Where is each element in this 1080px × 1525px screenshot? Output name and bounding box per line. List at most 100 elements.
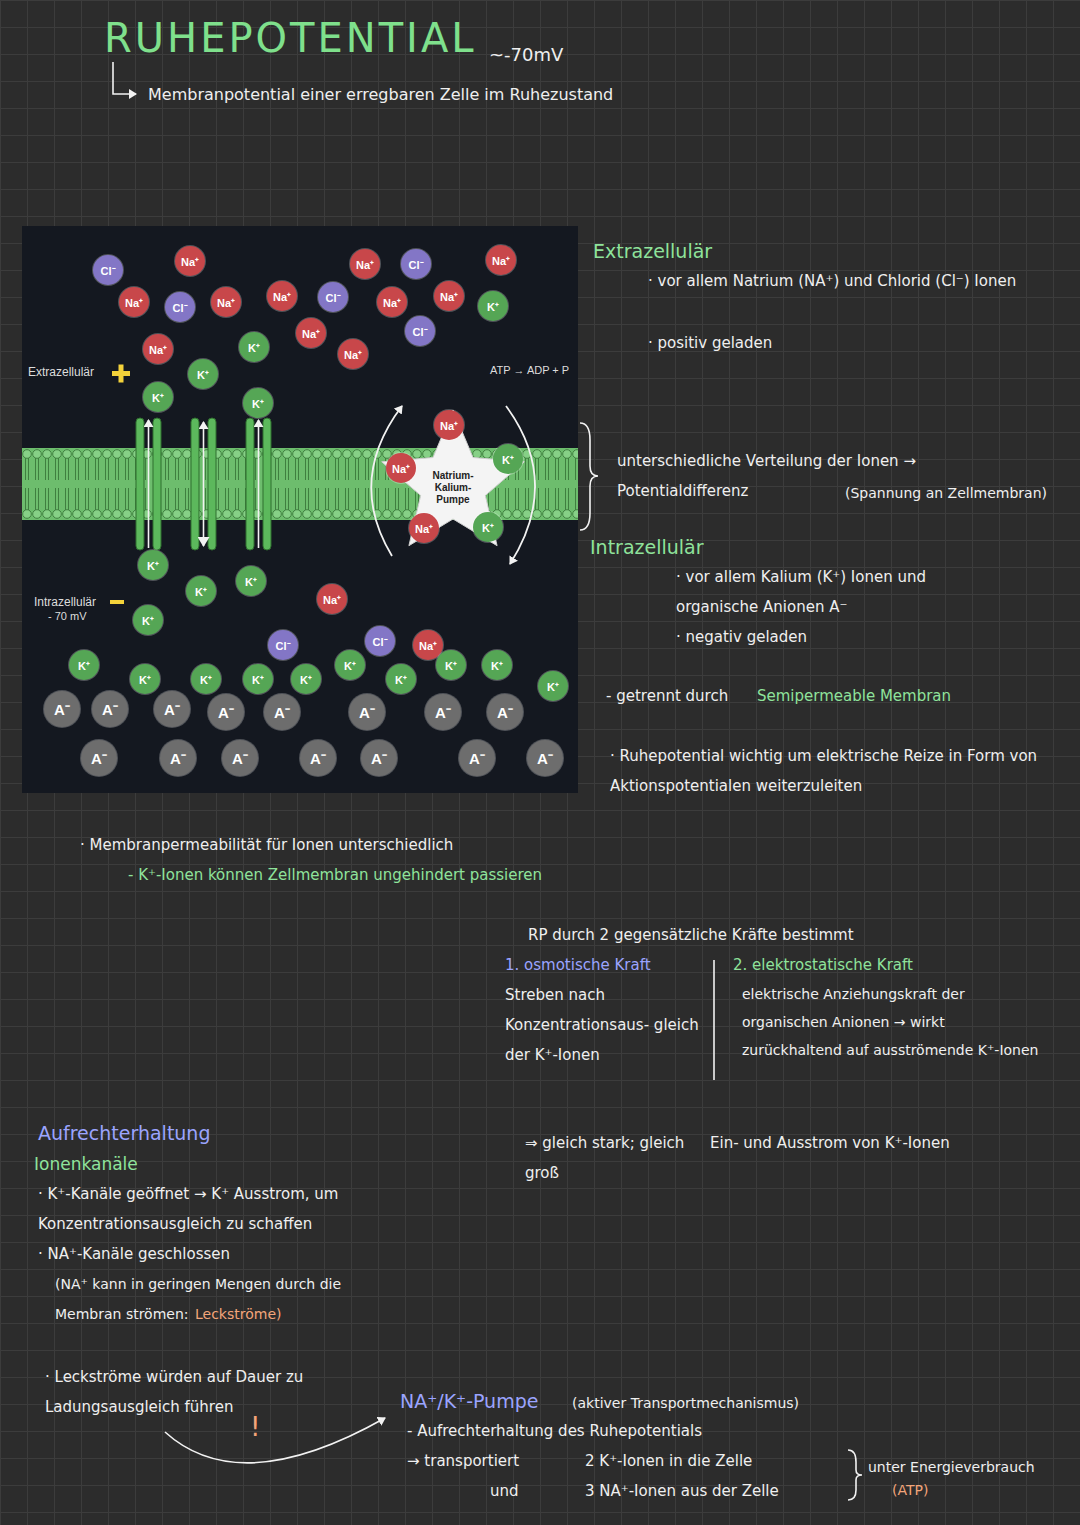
ion-label: Cl⁻ bbox=[413, 324, 428, 339]
note-text: · Leckströme würden auf Dauer zu Ladungs… bbox=[45, 1362, 375, 1422]
note-text: · K⁺-Kanäle geöffnet → K⁺ Ausstrom, um K… bbox=[38, 1179, 448, 1239]
ion-circle: K⁺ bbox=[138, 550, 168, 580]
ion-label: A⁻ bbox=[310, 748, 326, 768]
note-text: Ein- und Ausstrom von K⁺-Ionen bbox=[710, 1128, 1050, 1158]
ion-circle: A⁻ bbox=[300, 740, 336, 776]
ion-label: Na⁺ bbox=[181, 254, 199, 269]
ion-label: Cl⁻ bbox=[276, 638, 291, 653]
note-text: 2. elektrostatische Kraft bbox=[733, 950, 913, 980]
note-text: · negativ geladen bbox=[676, 622, 807, 652]
ion-label: A⁻ bbox=[164, 699, 180, 719]
note-text: 3 NA⁺-Ionen aus der Zelle bbox=[585, 1476, 779, 1506]
note-text: · Ruhepotential wichtig um elektrische R… bbox=[610, 741, 1070, 801]
ion-label: K⁺ bbox=[300, 672, 312, 687]
ion-circle: Na⁺ bbox=[434, 281, 464, 311]
note-text: NA⁺/K⁺-Pumpe bbox=[400, 1386, 538, 1416]
ion-label: K⁺ bbox=[482, 520, 494, 535]
ion-circle: A⁻ bbox=[160, 740, 196, 776]
ion-circle: K⁺ bbox=[239, 332, 269, 362]
ion-circle: Na⁺ bbox=[386, 453, 416, 483]
ion-circle: A⁻ bbox=[361, 740, 397, 776]
ion-circle: A⁻ bbox=[349, 694, 385, 730]
ion-label: K⁺ bbox=[445, 658, 457, 673]
ion-label: Cl⁻ bbox=[373, 634, 388, 649]
ion-circle: K⁺ bbox=[493, 444, 523, 474]
ion-label: Na⁺ bbox=[149, 342, 167, 357]
ion-label: Na⁺ bbox=[217, 295, 235, 310]
note-text: unterschiedliche Verteilung der Ionen → bbox=[617, 446, 916, 476]
ion-label: A⁻ bbox=[274, 702, 290, 722]
ion-label: A⁻ bbox=[232, 748, 248, 768]
ion-label: K⁺ bbox=[248, 340, 260, 355]
ion-circle: Na⁺ bbox=[486, 245, 516, 275]
note-text: ⇒ gleich stark; gleich groß bbox=[525, 1128, 685, 1188]
ion-label: K⁺ bbox=[547, 679, 559, 694]
note-text: unter Energieverbrauch bbox=[868, 1455, 1035, 1479]
note-text: Extrazellulär bbox=[28, 364, 94, 380]
ion-label: Na⁺ bbox=[415, 521, 433, 536]
ion-label: A⁻ bbox=[435, 702, 451, 722]
ion-circle: Cl⁻ bbox=[365, 626, 395, 656]
ion-circle: Na⁺ bbox=[119, 287, 149, 317]
page-title: RUHEPOTENTIAL bbox=[104, 14, 477, 62]
ion-circle: Na⁺ bbox=[175, 246, 205, 276]
ion-label: Na⁺ bbox=[392, 461, 410, 476]
ion-label: K⁺ bbox=[252, 396, 264, 411]
ion-label: K⁺ bbox=[142, 613, 154, 628]
ion-circle: Na⁺ bbox=[143, 334, 173, 364]
ion-circle: K⁺ bbox=[291, 664, 321, 694]
ion-circle: K⁺ bbox=[538, 671, 568, 701]
note-text: · positiv geladen bbox=[648, 328, 772, 358]
ion-label: A⁻ bbox=[54, 699, 70, 719]
note-text: · Membranpermeabilität für Ionen untersc… bbox=[80, 830, 453, 860]
note-text: 2 K⁺-Ionen in die Zelle bbox=[585, 1446, 752, 1476]
ion-circle: Cl⁻ bbox=[318, 282, 348, 312]
note-text: - getrennt durch bbox=[606, 681, 728, 711]
ion-label: Na⁺ bbox=[440, 289, 458, 304]
illustration-panel bbox=[22, 226, 578, 793]
ion-circle: Na⁺ bbox=[434, 410, 464, 440]
note-text: ATP → ADP + P bbox=[490, 362, 569, 378]
ion-label: K⁺ bbox=[395, 672, 407, 687]
ion-circle: Cl⁻ bbox=[405, 316, 435, 346]
note-text: Membranpotential einer erregbaren Zelle … bbox=[148, 80, 613, 110]
note-text: Leckströme) bbox=[195, 1299, 281, 1329]
ion-label: K⁺ bbox=[245, 574, 257, 589]
note-text: Aufrechterhaltung bbox=[38, 1118, 210, 1148]
ion-label: Cl⁻ bbox=[101, 263, 116, 278]
ion-circle: Cl⁻ bbox=[401, 249, 431, 279]
note-text: (aktiver Transportmechanismus) bbox=[572, 1388, 799, 1418]
ion-label: K⁺ bbox=[252, 672, 264, 687]
ion-label: Na⁺ bbox=[383, 295, 401, 310]
note-text: - 70 mV bbox=[48, 609, 87, 623]
note-text: 1. osmotische Kraft bbox=[505, 950, 651, 980]
ion-circle: Na⁺ bbox=[350, 249, 380, 279]
note-text: Semipermeable Membran bbox=[757, 681, 951, 711]
ion-circle: K⁺ bbox=[191, 664, 221, 694]
note-text: elektrische Anziehungskraft der organisc… bbox=[742, 980, 1042, 1064]
note-text: · vor allem Natrium (NA⁺) und Chlorid (C… bbox=[648, 266, 1058, 296]
ion-circle: Na⁺ bbox=[267, 281, 297, 311]
ion-label: A⁻ bbox=[469, 748, 485, 768]
ion-circle: Cl⁻ bbox=[93, 255, 123, 285]
ion-circle: A⁻ bbox=[459, 740, 495, 776]
ion-circle: Na⁺ bbox=[296, 318, 326, 348]
ion-label: A⁻ bbox=[218, 702, 234, 722]
ion-label: A⁻ bbox=[170, 748, 186, 768]
ion-circle: K⁺ bbox=[386, 664, 416, 694]
note-text: und bbox=[490, 1476, 519, 1506]
note-text: Intrazellulär bbox=[34, 594, 96, 610]
ion-circle: K⁺ bbox=[436, 650, 466, 680]
ion-circle: K⁺ bbox=[143, 382, 173, 412]
note-text: · vor allem Kalium (K⁺) Ionen und organi… bbox=[676, 562, 1006, 622]
ion-circle: Na⁺ bbox=[409, 513, 439, 543]
ion-channels bbox=[136, 418, 271, 550]
ion-circle: K⁺ bbox=[335, 650, 365, 680]
note-text: ! bbox=[250, 1410, 260, 1444]
ion-circle: A⁻ bbox=[44, 691, 80, 727]
ion-circle: A⁻ bbox=[527, 740, 563, 776]
note-text: (ATP) bbox=[892, 1478, 928, 1502]
note-text: (Spannung an Zellmembran) bbox=[845, 478, 1047, 508]
ion-circle: A⁻ bbox=[264, 694, 300, 730]
ion-label: Na⁺ bbox=[125, 295, 143, 310]
